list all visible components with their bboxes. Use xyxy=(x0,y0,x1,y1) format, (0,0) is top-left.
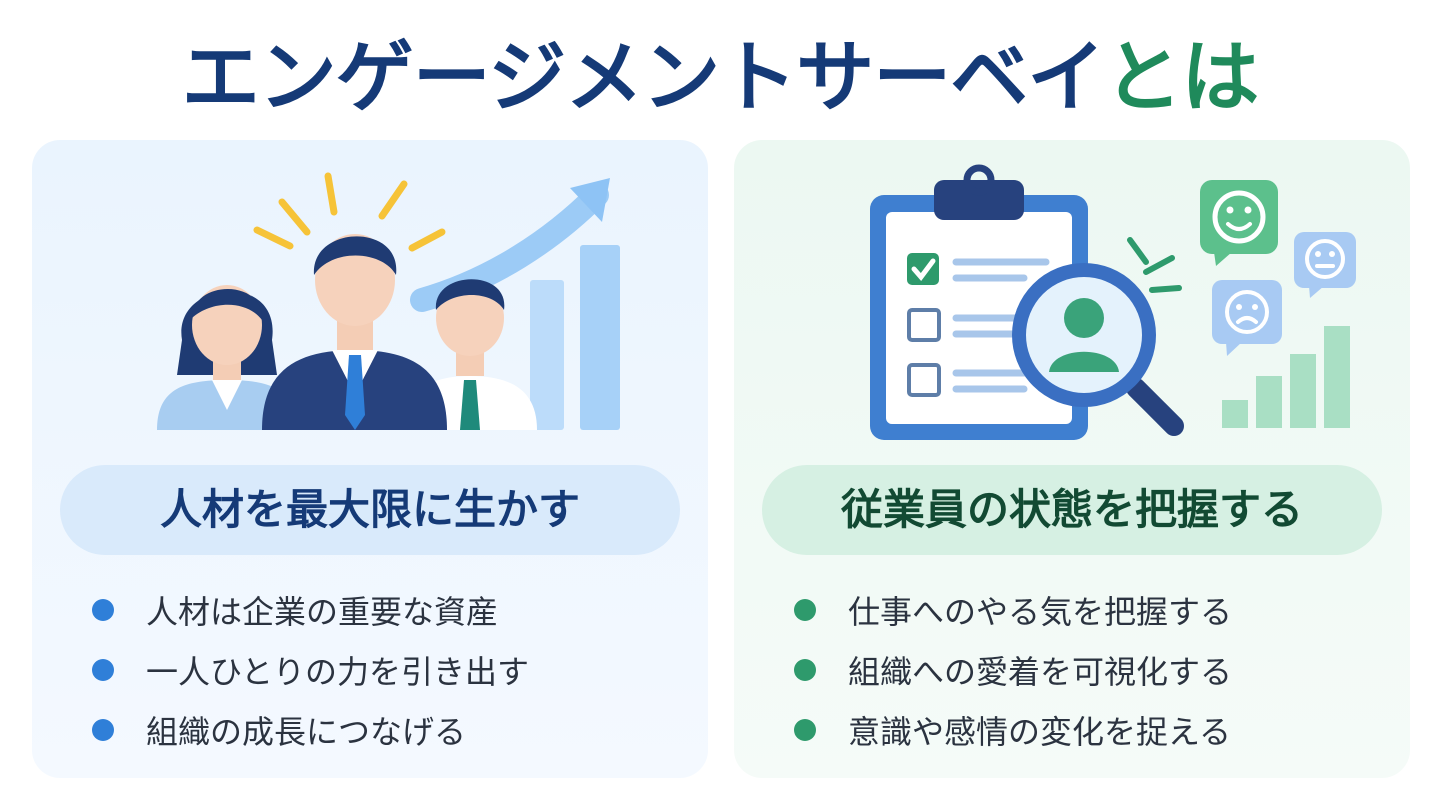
bullet-text: 組織への愛着を可視化する xyxy=(848,653,1233,691)
woman-icon xyxy=(157,285,297,430)
bullet-dot-icon xyxy=(794,719,816,741)
right-heading: 従業員の状態を把握する xyxy=(762,465,1382,555)
right-panel: 従業員の状態を把握する 仕事へのやる気を把握する 組織への愛着を可視化する 意識… xyxy=(734,140,1410,778)
bullet-text: 組織の成長につなげる xyxy=(146,713,467,751)
list-item: 仕事へのやる気を把握する xyxy=(794,580,1232,640)
list-item: 意識や感情の変化を捉える xyxy=(794,700,1232,760)
bullet-text: 意識や感情の変化を捉える xyxy=(848,713,1232,751)
bar-chart-icon xyxy=(1222,326,1350,428)
bullet-text: 仕事へのやる気を把握する xyxy=(848,593,1233,631)
left-heading: 人材を最大限に生かす xyxy=(60,465,680,555)
list-item: 組織の成長につなげる xyxy=(92,700,529,760)
bullet-text: 一人ひとりの力を引き出す xyxy=(146,653,530,691)
bullet-dot-icon xyxy=(92,719,114,741)
title-main: エンゲージメントサーベイ xyxy=(181,33,1105,123)
survey-illustration xyxy=(870,164,1356,440)
page-title: エンゲージメントサーベイとは xyxy=(0,30,1440,126)
bullet-dot-icon xyxy=(92,659,114,681)
sparkle-icon xyxy=(253,172,446,252)
team-growth-illustration xyxy=(157,172,620,430)
left-bullet-list: 人材は企業の重要な資産 一人ひとりの力を引き出す 組織の成長につなげる xyxy=(92,580,529,760)
bullet-dot-icon xyxy=(92,599,114,621)
list-item: 組織への愛着を可視化する xyxy=(794,640,1232,700)
bullet-dot-icon xyxy=(794,659,816,681)
emoji-feedback-icon xyxy=(1200,180,1356,356)
list-item: 一人ひとりの力を引き出す xyxy=(92,640,529,700)
bar-chart-icon xyxy=(530,245,620,430)
sparkle-icon xyxy=(1127,237,1182,293)
bullet-dot-icon xyxy=(794,599,816,621)
list-item: 人材は企業の重要な資産 xyxy=(92,580,529,640)
bullet-text: 人材は企業の重要な資産 xyxy=(146,593,499,631)
magnifier-person-icon xyxy=(1012,263,1184,436)
title-accent: とは xyxy=(1104,33,1259,123)
right-bullet-list: 仕事へのやる気を把握する 組織への愛着を可視化する 意識や感情の変化を捉える xyxy=(794,580,1232,760)
left-panel: 人材を最大限に生かす 人材は企業の重要な資産 一人ひとりの力を引き出す 組織の成… xyxy=(32,140,708,778)
leader-icon xyxy=(262,234,447,430)
